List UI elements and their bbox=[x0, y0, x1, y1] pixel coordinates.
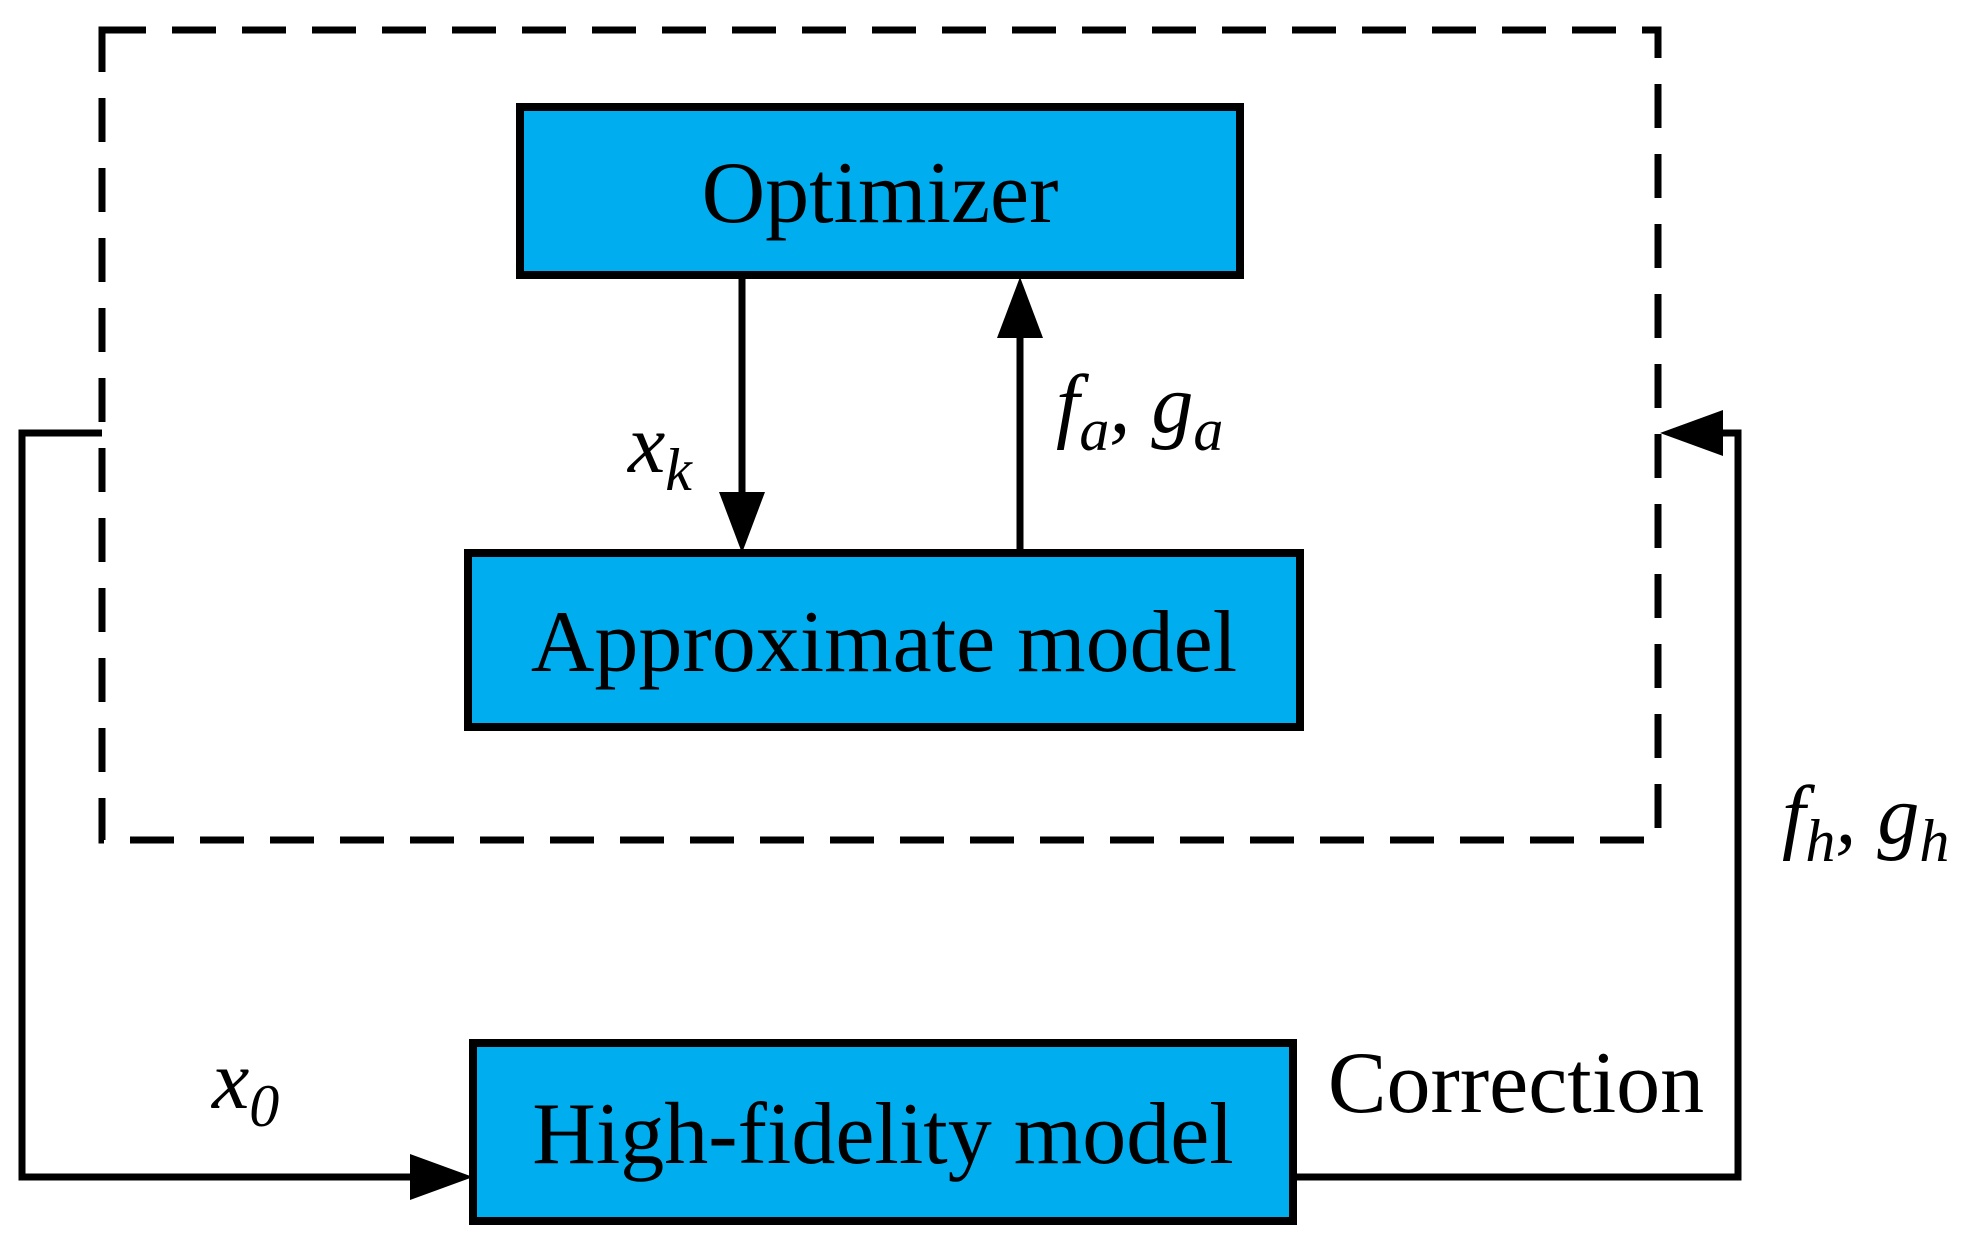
x0-label-base: x bbox=[210, 1034, 249, 1127]
approximate-model-box bbox=[464, 549, 1304, 731]
xk-label-sub: k bbox=[665, 437, 693, 503]
fh-gh-label-gsub: h bbox=[1919, 808, 1949, 874]
correction-arrowhead-icon bbox=[1660, 410, 1723, 456]
optimizer-box bbox=[516, 103, 1244, 279]
x0-feedback-path bbox=[18, 429, 412, 1181]
high-fidelity-model-box bbox=[469, 1039, 1297, 1225]
fa-ga-arrowhead-icon bbox=[997, 277, 1043, 338]
correction-feedback-path bbox=[1293, 429, 1742, 1181]
xk-label-base: x bbox=[626, 398, 665, 491]
xk-label: xk bbox=[626, 398, 693, 503]
x0-label-sub: 0 bbox=[249, 1073, 279, 1139]
approximate-model-label: Approximate model bbox=[531, 594, 1237, 691]
fh-gh-label-fsub: h bbox=[1805, 808, 1835, 874]
x0-label: x0 bbox=[210, 1034, 279, 1139]
dashed-loop-boundary bbox=[98, 26, 1662, 844]
fh-gh-label: fh, gh bbox=[1782, 769, 1949, 874]
fa-ga-label-g: g bbox=[1151, 358, 1193, 451]
x0-arrowhead-icon bbox=[410, 1154, 473, 1200]
fa-ga-label-sep: , bbox=[1109, 358, 1151, 451]
optimizer-label: Optimizer bbox=[702, 145, 1059, 242]
fh-gh-label-sep: , bbox=[1835, 769, 1877, 862]
fa-ga-label-fsub: a bbox=[1079, 397, 1109, 463]
high-fidelity-model-label: High-fidelity model bbox=[532, 1086, 1233, 1183]
correction-label: Correction bbox=[1328, 1035, 1704, 1132]
fa-ga-label-gsub: a bbox=[1193, 397, 1223, 463]
xk-arrowhead-icon bbox=[719, 492, 765, 553]
fh-gh-label-g: g bbox=[1877, 769, 1919, 862]
fa-ga-label: fa, ga bbox=[1056, 358, 1223, 463]
